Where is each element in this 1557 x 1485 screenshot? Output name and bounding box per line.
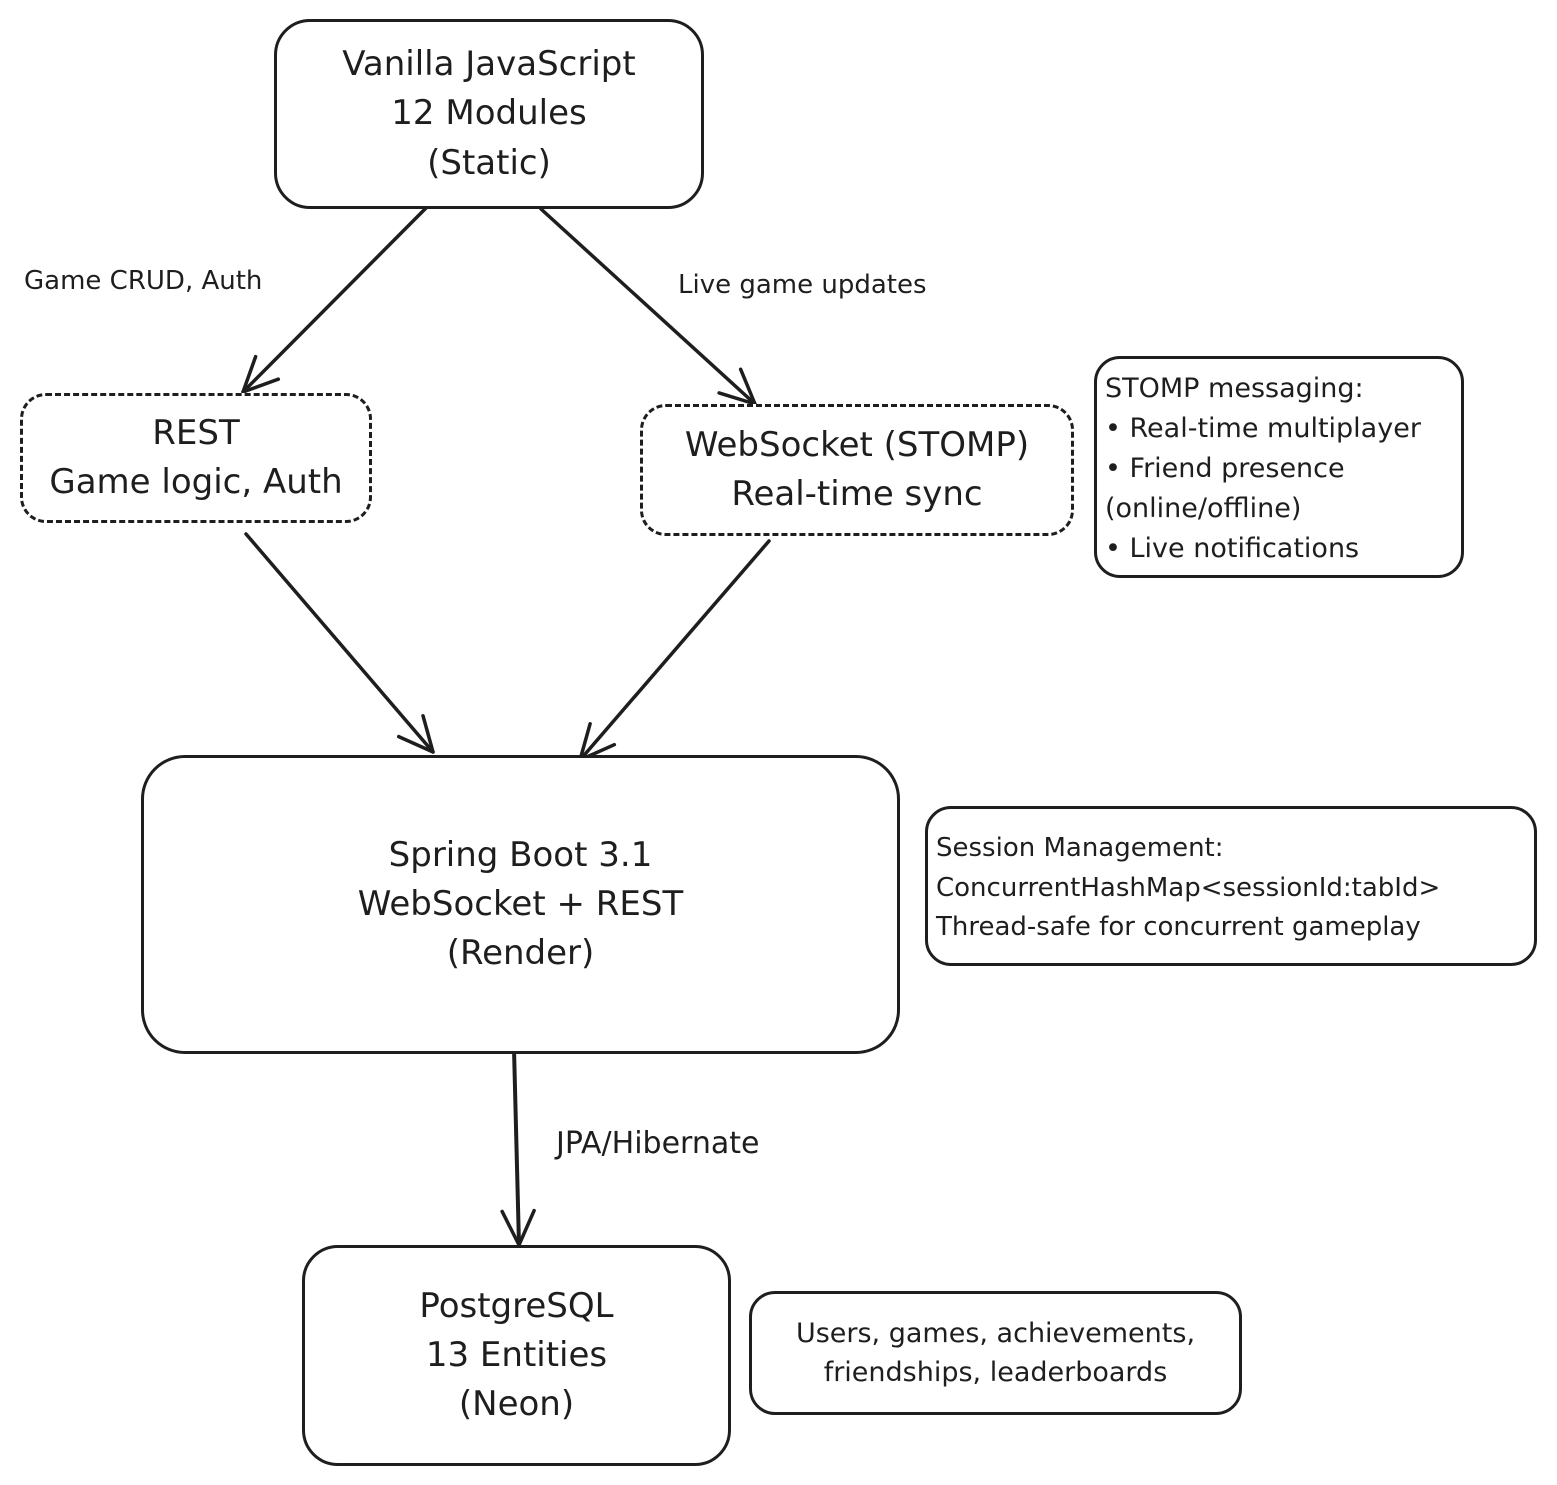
rest-subtitle: Game logic, Auth — [49, 462, 343, 502]
stomp-note: STOMP messaging: • Real-time multiplayer… — [1094, 356, 1464, 578]
edge-label-jpa: JPA/Hibernate — [556, 1126, 760, 1161]
database-entities: 13 Entities — [425, 1334, 608, 1375]
frontend-modules: 12 Modules — [391, 93, 587, 134]
websocket-title: WebSocket (STOMP) — [684, 424, 1030, 465]
backend-title: Spring Boot 3.1 — [388, 834, 653, 875]
frontend-title: Vanilla JavaScript — [342, 44, 636, 85]
frontend-hosting: (Static) — [427, 142, 551, 183]
arrow-backend-to-database — [500, 1047, 536, 1247]
rest-title: REST — [152, 412, 240, 453]
database-title: PostgreSQL — [419, 1285, 614, 1326]
session-note-line: ConcurrentHashMap<sessionId:tabId> — [936, 872, 1441, 903]
websocket-subtitle: Real-time sync — [731, 474, 983, 514]
websocket-node: WebSocket (STOMP) Real-time sync — [640, 404, 1074, 536]
entities-note: Users, games, achievements, friendships,… — [749, 1291, 1242, 1415]
database-node: PostgreSQL 13 Entities (Neon) — [302, 1245, 731, 1466]
backend-node: Spring Boot 3.1 WebSocket + REST (Render… — [141, 755, 900, 1054]
arrow-frontend-to-rest — [241, 204, 430, 394]
session-note: Session Management: ConcurrentHashMap<se… — [925, 806, 1537, 966]
session-note-line: Thread-safe for concurrent gameplay — [936, 912, 1421, 943]
edge-label-game-crud: Game CRUD, Auth — [24, 266, 263, 296]
session-note-line: Session Management: — [936, 833, 1224, 863]
stomp-note-line: • Real-time multiplayer — [1105, 412, 1421, 444]
arrow-rest-to-backend — [244, 532, 435, 754]
frontend-node: Vanilla JavaScript 12 Modules (Static) — [274, 19, 704, 209]
arrow-frontend-to-websocket — [539, 207, 757, 406]
stomp-note-line: • Friend presence — [1105, 452, 1345, 484]
arrow-websocket-to-backend — [578, 539, 771, 762]
entities-note-line: Users, games, achievements, — [795, 1317, 1196, 1349]
entities-note-line: friendships, leaderboards — [823, 1357, 1168, 1388]
database-hosting: (Neon) — [458, 1384, 575, 1425]
stomp-note-line: • Live notifications — [1105, 532, 1360, 564]
backend-protocols: WebSocket + REST — [357, 883, 684, 924]
stomp-note-line: STOMP messaging: — [1105, 373, 1364, 404]
stomp-note-line: (online/offline) — [1105, 492, 1302, 524]
backend-hosting: (Render) — [446, 933, 595, 974]
rest-node: REST Game logic, Auth — [20, 393, 372, 523]
edge-label-live-updates: Live game updates — [678, 270, 927, 300]
